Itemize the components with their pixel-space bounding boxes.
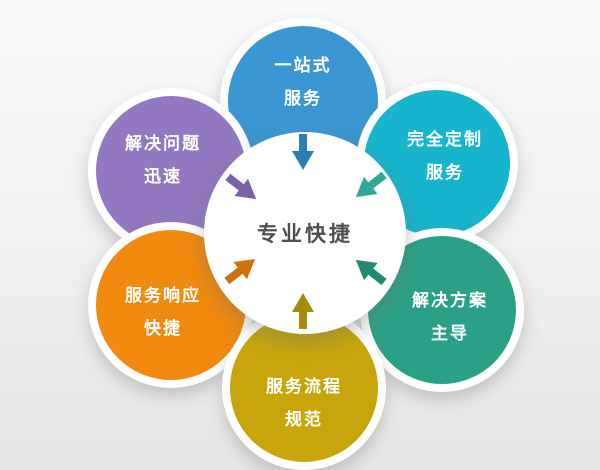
arrow-icon (292, 293, 314, 329)
petal-text-line: 服务 (426, 163, 464, 183)
petal-text-line: 一站式 (274, 55, 332, 76)
petal-text: 服务响应 快捷 (125, 280, 201, 346)
arrow-icon (355, 171, 387, 198)
petal-text-line: 服务 (284, 89, 322, 109)
petal-text: 一站式 服务 (275, 50, 332, 116)
arrow-icon (292, 134, 314, 170)
petal-text: 服务流程 规范 (266, 371, 342, 437)
petal-text-line: 服务流程 (266, 376, 342, 397)
center-label: 专业快捷 (257, 222, 353, 246)
petal-text-line: 规范 (285, 410, 323, 430)
petal-text: 完全定制 服务 (407, 124, 483, 190)
petal-text-line: 主导 (431, 324, 469, 344)
petal-text: 解决问题 迅速 (125, 128, 201, 194)
petal-text-line: 快捷 (144, 319, 182, 339)
petal-text: 解决方案 主导 (412, 285, 488, 351)
petal-text-line: 解决问题 (125, 133, 201, 154)
arrow-icon (225, 173, 257, 200)
arrow-icon (224, 258, 256, 285)
arrow-icon (355, 259, 387, 286)
petal-text-line: 服务响应 (125, 285, 201, 306)
petal-text-line: 迅速 (144, 167, 182, 187)
petal-text-line: 完全定制 (407, 129, 483, 150)
petal-text-line: 解决方案 (412, 290, 488, 311)
